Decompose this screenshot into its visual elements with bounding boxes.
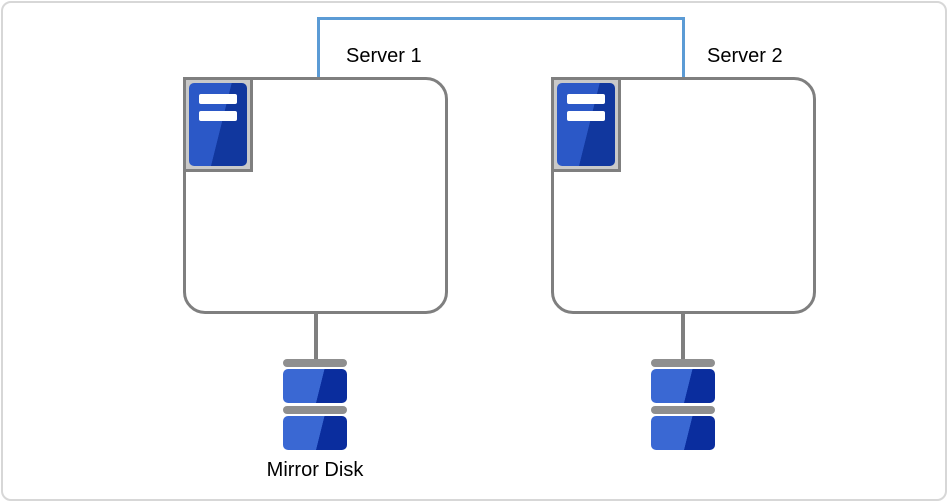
server-drive-bay	[567, 111, 605, 121]
server-drive-bay	[199, 94, 237, 104]
heartbeat-link-right-drop	[682, 17, 685, 77]
disk-platter	[283, 369, 347, 403]
disk-band	[283, 359, 347, 367]
server-drive-bay	[199, 111, 237, 121]
heartbeat-link-horizontal	[317, 17, 685, 20]
mirror-disk-icon	[651, 358, 715, 451]
disk-band	[651, 359, 715, 367]
disk-band	[283, 406, 347, 414]
disk-connector	[314, 312, 318, 362]
disk-platter	[651, 369, 715, 403]
disk-platter	[283, 416, 347, 450]
server-icon	[183, 77, 253, 172]
server-icon	[551, 77, 621, 172]
server-1-label: Server 1	[346, 45, 422, 67]
disk-platter	[651, 416, 715, 450]
mirror-disk-icon	[283, 358, 347, 451]
server-2-label: Server 2	[707, 45, 783, 67]
server-tower-body	[557, 83, 615, 166]
heartbeat-link-left-drop	[317, 17, 320, 77]
server-tower-body	[189, 83, 247, 166]
disk-band	[651, 406, 715, 414]
mirror-disk-label: Mirror Disk	[266, 459, 364, 481]
server-1-box	[183, 77, 448, 314]
disk-connector	[681, 312, 685, 362]
server-drive-bay	[567, 94, 605, 104]
